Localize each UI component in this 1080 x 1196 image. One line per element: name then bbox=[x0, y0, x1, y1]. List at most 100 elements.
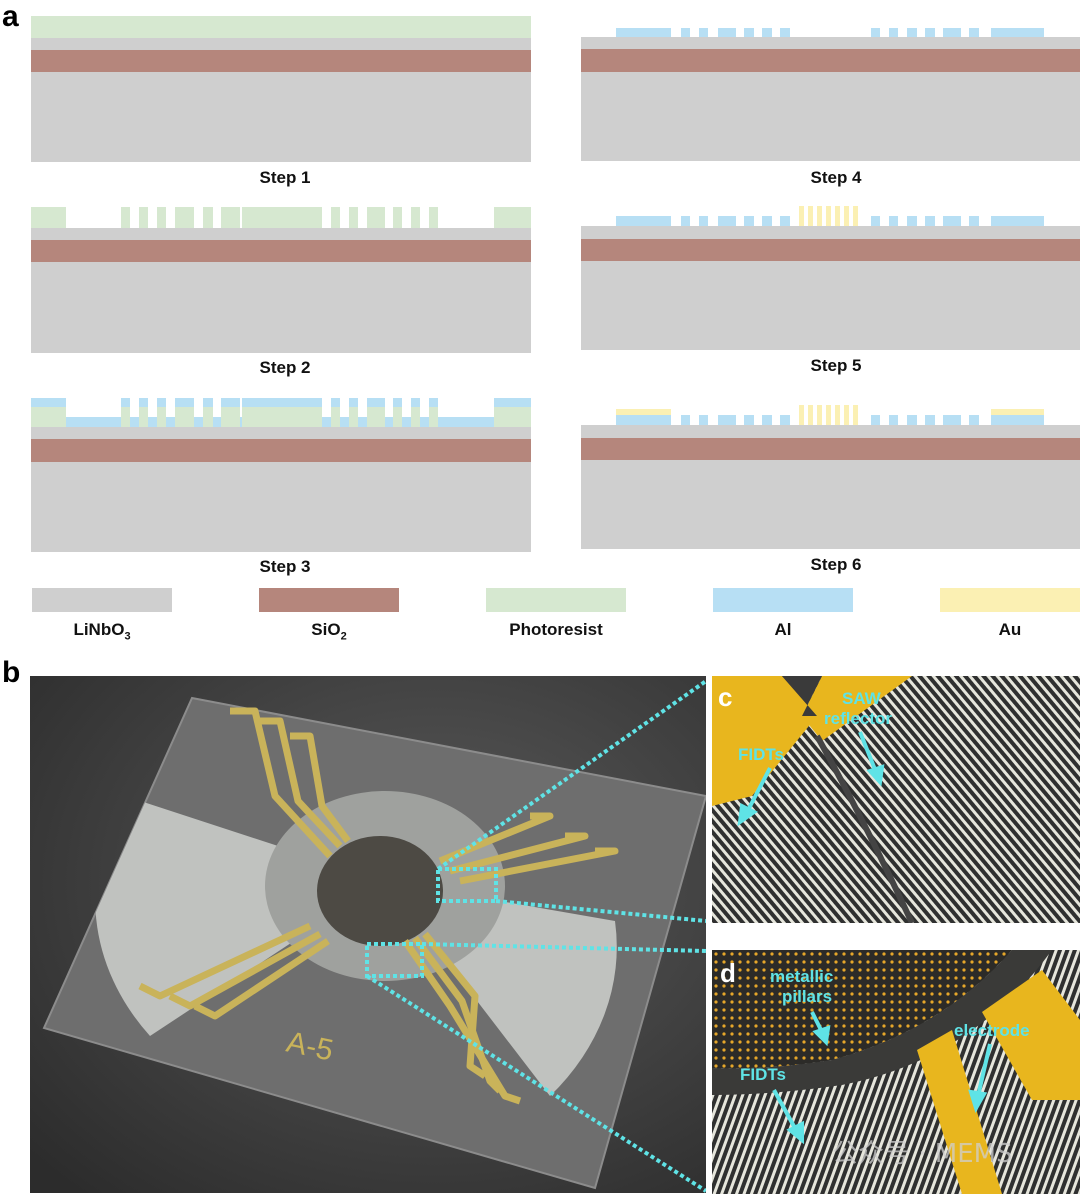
step-1-cross-section bbox=[31, 16, 531, 162]
zoom-box-c bbox=[436, 867, 498, 903]
device-photo: A-5 bbox=[30, 676, 706, 1193]
photoresist-finger bbox=[393, 207, 402, 228]
au-pad-right bbox=[991, 409, 1044, 415]
legend-swatch-photoresist bbox=[486, 588, 626, 612]
gap-region bbox=[782, 676, 822, 716]
photoresist-layer bbox=[31, 16, 531, 38]
linbo3-thin-layer bbox=[581, 37, 1080, 49]
d-label-metallic: metallic bbox=[770, 967, 833, 986]
zoom-lines bbox=[365, 679, 706, 1193]
c-label-reflector: reflector bbox=[824, 709, 892, 728]
micrograph-d: d metallic pillars electrode FIDTs 公众号 ·… bbox=[712, 950, 1080, 1194]
photoresist-finger bbox=[157, 207, 166, 228]
al-blanket-right bbox=[494, 398, 531, 407]
step-2-cross-section bbox=[31, 207, 531, 353]
legend-label-photoresist: Photoresist bbox=[509, 620, 603, 639]
legend-swatch-sio2 bbox=[259, 588, 399, 612]
linbo3-substrate bbox=[31, 462, 531, 552]
sio2-layer bbox=[31, 240, 531, 262]
photoresist-pad-center bbox=[242, 207, 322, 228]
legend-label-sio2: SiO2 bbox=[311, 620, 347, 643]
photoresist-finger bbox=[139, 207, 148, 228]
photoresist-finger bbox=[203, 207, 213, 228]
linbo3-substrate bbox=[31, 262, 531, 353]
linbo3-thin-layer bbox=[31, 427, 531, 439]
arrow-fidts bbox=[772, 1089, 804, 1145]
photoresist-finger bbox=[429, 207, 438, 228]
linbo3-substrate bbox=[581, 460, 1080, 549]
zoom-box-d bbox=[365, 942, 424, 978]
step-2-label: Step 2 bbox=[259, 358, 311, 377]
legend-label-au: Au bbox=[998, 620, 1022, 639]
linbo3-thin-layer bbox=[31, 38, 531, 50]
photoresist-pad-right bbox=[494, 407, 531, 427]
photoresist-finger bbox=[349, 207, 358, 228]
linbo3-substrate bbox=[31, 72, 531, 162]
panel-label-a: a bbox=[2, 0, 19, 33]
legend-label-linbo3: LiNbO3 bbox=[73, 620, 131, 643]
central-pillar-array bbox=[317, 836, 443, 946]
arrow-fidts bbox=[737, 767, 772, 827]
al-electrodes bbox=[616, 216, 1044, 226]
sio2-layer bbox=[31, 439, 531, 462]
photoresist-finger bbox=[411, 207, 420, 228]
arrow-pillars bbox=[810, 1011, 831, 1047]
gold-electrodes bbox=[138, 707, 619, 1105]
step-6-label: Step 6 bbox=[810, 555, 862, 574]
photoresist-finger bbox=[367, 207, 385, 228]
photoresist-pad-right bbox=[494, 207, 531, 228]
au-pillars bbox=[799, 405, 858, 425]
photoresist-finger bbox=[221, 207, 240, 228]
al-electrodes bbox=[616, 28, 1044, 37]
legend-swatch-au bbox=[940, 588, 1080, 612]
electrode-pad bbox=[802, 676, 912, 741]
photoresist-finger bbox=[121, 207, 130, 228]
photoresist-finger bbox=[175, 207, 194, 228]
linbo3-substrate bbox=[581, 261, 1080, 350]
step-4-label: Step 4 bbox=[810, 168, 862, 187]
gap-band bbox=[712, 950, 1052, 1095]
legend-swatch-al bbox=[713, 588, 853, 612]
panel-label-d: d bbox=[720, 958, 736, 988]
al-blanket-left bbox=[31, 398, 66, 407]
arrow-reflector bbox=[858, 731, 885, 787]
sio2-layer bbox=[581, 239, 1080, 261]
saw-fan-region bbox=[95, 796, 385, 1036]
electrode-pad bbox=[712, 676, 817, 806]
saw-reflector-line bbox=[814, 734, 915, 923]
step-3-cross-section bbox=[31, 398, 531, 552]
sio2-layer bbox=[581, 438, 1080, 460]
au-pillars bbox=[799, 206, 858, 226]
photoresist-fingers-with-al bbox=[121, 398, 438, 427]
pillar-array-region bbox=[712, 950, 1012, 1069]
al-electrodes bbox=[616, 415, 1044, 425]
step-3-label: Step 3 bbox=[259, 557, 311, 576]
step-4-cross-section bbox=[581, 28, 1080, 161]
legend-swatch-linbo3 bbox=[32, 588, 172, 612]
electrode-pad bbox=[917, 1030, 1002, 1194]
panel-label-c: c bbox=[718, 682, 732, 712]
d-label-fidts: FIDTs bbox=[740, 1065, 786, 1084]
watermark: 公众号 · MEMS bbox=[832, 1139, 1013, 1169]
electrode-pad bbox=[982, 970, 1080, 1100]
c-label-saw: SAW bbox=[842, 689, 882, 708]
photoresist-pad-left bbox=[31, 407, 66, 427]
step-5-label: Step 5 bbox=[810, 356, 862, 375]
step-1-label: Step 1 bbox=[259, 168, 311, 187]
panel-label-b: b bbox=[2, 656, 21, 689]
micrograph-c: c FIDTs SAW reflector bbox=[712, 676, 1080, 923]
au-pad-left bbox=[616, 409, 671, 415]
photoresist-finger bbox=[331, 207, 340, 228]
step-5-cross-section bbox=[581, 206, 1080, 350]
linbo3-thin-layer bbox=[581, 226, 1080, 239]
d-label-electrode: electrode bbox=[954, 1021, 1030, 1040]
sio2-layer bbox=[31, 50, 531, 72]
linbo3-thin-layer bbox=[581, 425, 1080, 438]
c-label-fidts: FIDTs bbox=[738, 745, 784, 764]
linbo3-substrate bbox=[581, 72, 1080, 161]
legend-label-al: Al bbox=[774, 620, 792, 639]
d-label-pillars: pillars bbox=[782, 987, 832, 1006]
photoresist-pad-left bbox=[31, 207, 66, 228]
linbo3-thin-layer bbox=[31, 228, 531, 240]
sio2-layer bbox=[581, 49, 1080, 72]
